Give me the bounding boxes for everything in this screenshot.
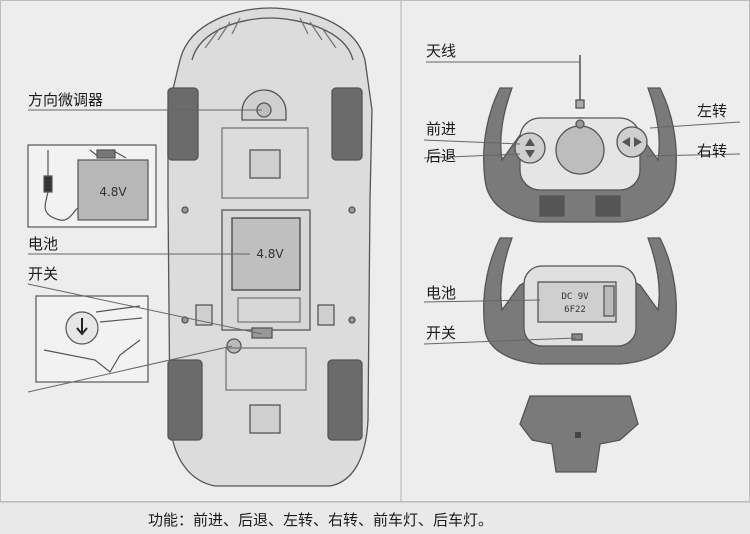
remote-left-right-button [616,126,648,158]
functions-text: 功能：前进、后退、左转、右转、前车灯、后车灯。 [148,511,494,529]
remote-battery-text-1: DC 9V [561,292,589,302]
front-left-wheel [167,87,199,161]
car-inner-battery-voltage: 4.8V [256,247,284,261]
remote-switch [571,333,583,341]
footer: 功能：前进、后退、左转、右转、前车灯、后车灯。 [0,502,750,534]
car-switch-inset [35,295,149,383]
label-backward: 后退 [426,147,457,165]
car-battery-pack-inset: 4.8V [27,144,157,228]
car-battery-pack [77,159,149,221]
rear-left-wheel [167,359,203,441]
remote-battery-compartment [537,281,617,323]
label-steering-trim: 方向微调器 [28,91,104,109]
car-underside: 4.8V [167,7,373,487]
remote-back: DC 9V 6F22 [483,237,677,365]
car-battery-pack-voltage: 4.8V [99,185,127,199]
car-switch-knob [226,338,242,354]
front-right-wheel [331,87,363,161]
remote-center-knob [555,125,605,175]
label-left-turn: 左转 [697,102,728,120]
rear-right-wheel [327,359,363,441]
remote-leader-lines [423,61,741,345]
remote-battery-text-2: 6F22 [564,305,586,315]
label-car-switch: 开关 [28,265,59,283]
label-right-turn: 右转 [697,142,728,160]
label-forward: 前进 [426,120,457,138]
car-leader-lines [27,109,263,393]
label-car-battery: 电池 [28,235,59,253]
remote-forward-backward-button [514,132,546,164]
remote-front [483,55,677,223]
label-remote-battery: 电池 [426,284,457,302]
remote-battery-cover-latch [575,432,581,438]
label-remote-switch: 开关 [426,324,457,342]
label-antenna: 天线 [426,42,457,60]
